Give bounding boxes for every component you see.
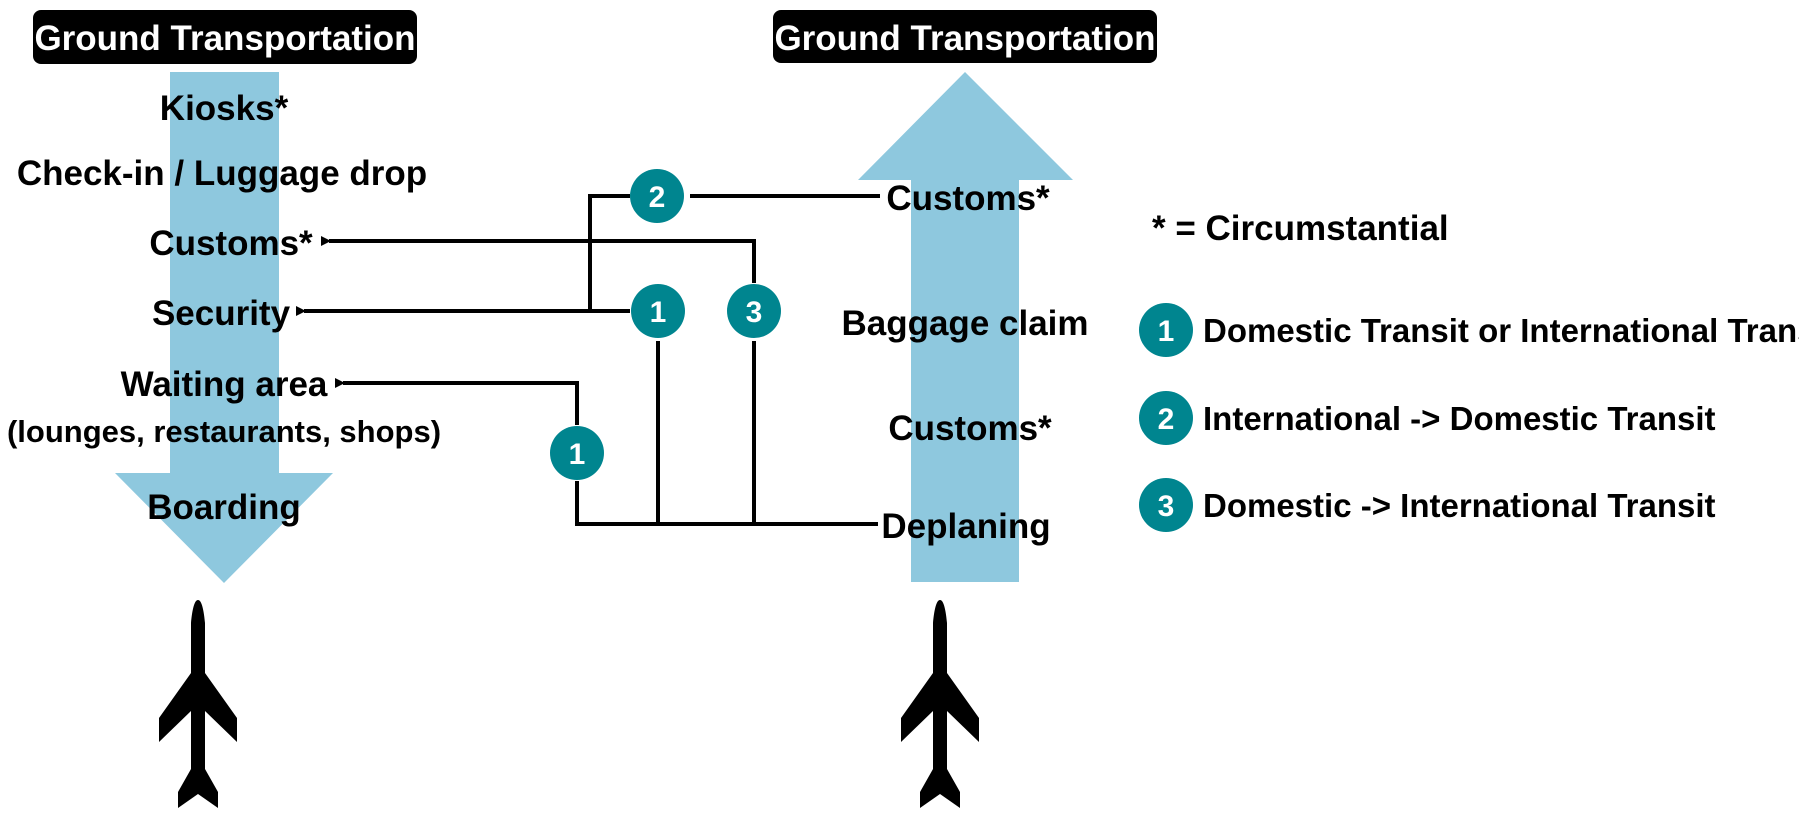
legend-label-2: International -> Domestic Transit: [1203, 400, 1716, 437]
step-boarding: Boarding: [147, 488, 301, 527]
legend-item-2: 2 International -> Domestic Transit: [1139, 391, 1716, 445]
connector-line-2-left: [588, 194, 630, 311]
arrival-flow: Ground Transportation Customs* Baggage c…: [773, 10, 1157, 808]
connector-line-3: [321, 236, 756, 283]
legend-item-1: 1 Domestic Transit or International Tran…: [1139, 303, 1799, 357]
airplane-icon: [901, 600, 979, 808]
arrival-flow-arrow: [858, 72, 1073, 582]
departure-header-box: [33, 10, 417, 64]
route-badge-3: 3: [727, 284, 781, 338]
connector-line-deplaning: [575, 481, 878, 526]
legend-footnote: * = Circumstantial: [1152, 209, 1449, 248]
legend-badge-3: [1139, 478, 1193, 532]
step-baggage-claim: Baggage claim: [841, 304, 1088, 343]
svg-text:2: 2: [1158, 403, 1175, 436]
route-badge-2: 2: [630, 169, 684, 223]
departure-header-text: Ground Transportation: [34, 19, 415, 58]
departure-header: Ground Transportation: [33, 10, 417, 64]
svg-text:1: 1: [569, 438, 586, 471]
legend: * = Circumstantial 1 Domestic Transit or…: [1139, 209, 1799, 532]
step-waiting-area: Waiting area: [121, 365, 328, 404]
departure-flow-arrow: [115, 72, 333, 583]
step-customs-bottom: Customs*: [888, 409, 1052, 448]
connectors: 2 1 3 1: [296, 169, 880, 526]
step-waiting-area-detail: (lounges, restaurants, shops): [7, 414, 441, 449]
connector-line-1-waiting: [335, 378, 579, 425]
arrival-header: Ground Transportation: [773, 10, 1157, 63]
step-kiosks: Kiosks*: [160, 89, 289, 128]
svg-text:3: 3: [746, 296, 763, 329]
svg-text:2: 2: [649, 181, 666, 214]
legend-badge-1: [1139, 303, 1193, 357]
legend-item-3: 3 Domestic -> International Transit: [1139, 478, 1716, 532]
step-customs: Customs*: [149, 224, 313, 263]
legend-label-1: Domestic Transit or International Transi…: [1203, 312, 1799, 349]
svg-text:3: 3: [1158, 490, 1175, 523]
step-checkin: Check-in / Luggage drop: [17, 154, 427, 193]
legend-label-3: Domestic -> International Transit: [1203, 487, 1716, 524]
step-customs-top: Customs*: [886, 179, 1050, 218]
arrival-header-text: Ground Transportation: [774, 19, 1155, 58]
route-badge-1-security: 1: [631, 284, 685, 338]
airplane-icon: [159, 600, 237, 808]
departure-flow: Ground Transportation Kiosks* Check-in /…: [7, 10, 441, 808]
route-badge-1-waiting: 1: [550, 426, 604, 480]
legend-badge-2: [1139, 391, 1193, 445]
arrival-header-box: [773, 10, 1157, 63]
step-deplaning: Deplaning: [881, 507, 1050, 546]
svg-text:1: 1: [1158, 315, 1175, 348]
svg-text:1: 1: [650, 296, 667, 329]
step-security: Security: [152, 294, 291, 333]
